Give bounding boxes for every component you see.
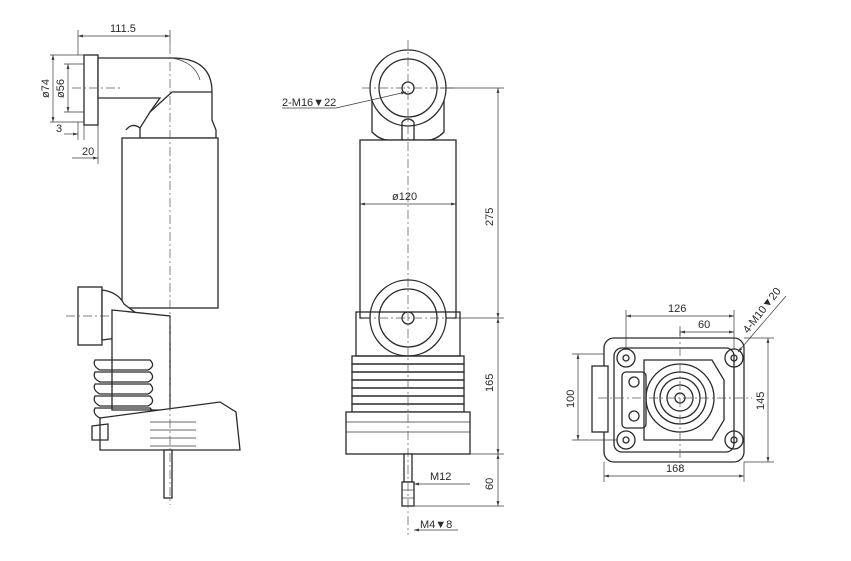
neck-notch bbox=[125, 124, 141, 131]
base-lug bbox=[91, 423, 109, 441]
dim-3-label: 3 bbox=[56, 123, 62, 135]
m4-label: M4▼8 bbox=[420, 519, 452, 531]
dim-20-label: 20 bbox=[82, 146, 94, 158]
elbow-shoulder bbox=[149, 91, 212, 113]
dim-275-label: 275 bbox=[484, 208, 496, 226]
dim-d74-label: ø74 bbox=[40, 79, 52, 98]
upper-terminal-flange bbox=[83, 54, 99, 126]
dim-d56-label: ø56 bbox=[55, 79, 67, 98]
dim-d120-label: ø120 bbox=[392, 191, 417, 203]
bushing-housing bbox=[643, 359, 725, 441]
dim-100-label: 100 bbox=[565, 390, 577, 408]
base-spring bbox=[150, 421, 196, 447]
side-terminal bbox=[591, 365, 609, 433]
dim-145-label: 145 bbox=[755, 392, 767, 410]
operating-rod bbox=[163, 449, 173, 499]
dim-165-label: 165 bbox=[484, 374, 496, 392]
m16-label: 2-M16▼22 bbox=[282, 97, 336, 109]
dim-111-5-label: 111.5 bbox=[110, 23, 136, 35]
dim-60h-label: 60 bbox=[698, 319, 710, 331]
dim-168-label: 168 bbox=[666, 463, 684, 475]
bottom-view: 126 60 4-M10▼20 100 145 168 bbox=[565, 286, 787, 482]
front-view: 2-M16▼22 ø120 275 165 60 M12 M4▼8 bbox=[282, 40, 504, 535]
side-view: 111.5 ø74 ø56 3 20 bbox=[40, 23, 241, 505]
m12-label: M12 bbox=[430, 471, 451, 483]
dim-60v-label: 60 bbox=[484, 478, 496, 490]
m10-label: 4-M10▼20 bbox=[741, 286, 784, 336]
plate-inner bbox=[613, 347, 735, 453]
top-slot bbox=[401, 118, 415, 140]
dim-126-label: 126 bbox=[668, 303, 686, 315]
upper-elbow bbox=[97, 57, 217, 139]
elbow-inner-curve bbox=[171, 57, 201, 81]
